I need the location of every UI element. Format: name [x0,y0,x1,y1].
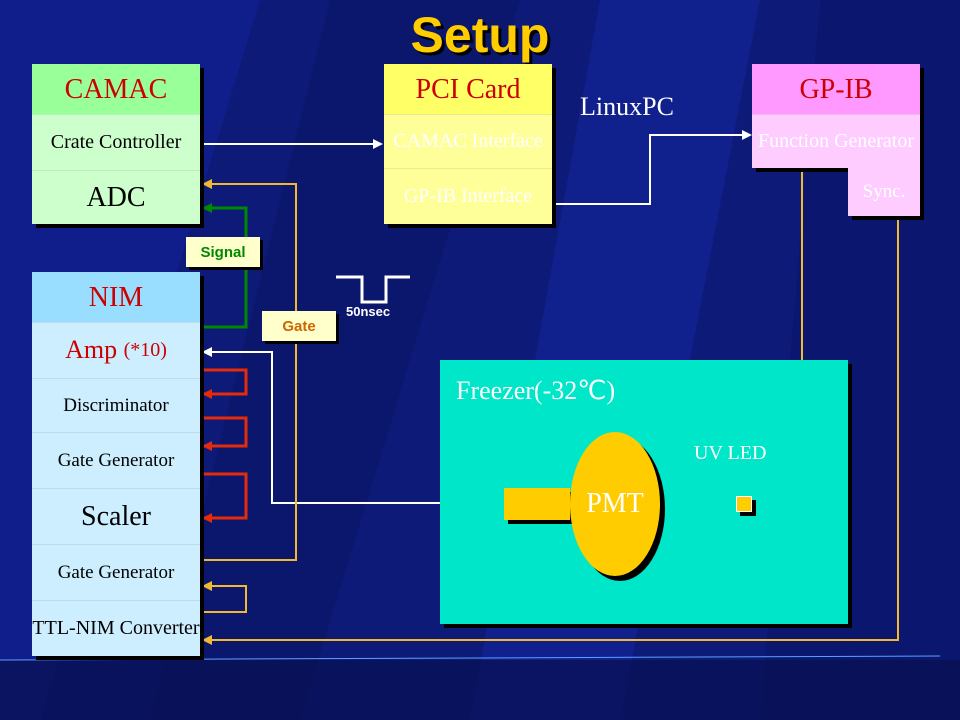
adc-module[interactable]: ADC [32,170,200,224]
ttl-nim-converter-module[interactable]: TTL-NIM Converter [32,600,200,656]
pci-card-header: PCI Card [384,64,552,114]
wire-ttl-nim-to-gate-generator [202,581,247,613]
uv-led-label: UV LED [694,442,767,464]
wire-gpib-interface-to-function-generator [553,130,752,205]
linux-pc-label: LinuxPC [580,92,674,121]
pulse-width-label: 50nsec [346,304,391,319]
gate-generator-module-1[interactable]: Gate Generator [32,432,200,488]
gpib-interface-module[interactable]: GP-IB Interface [384,168,552,224]
wire-discriminator-to-gate-generator [202,416,248,451]
wire-gate-to-adc [202,179,297,561]
pmt-base [504,488,570,520]
pulse-shape-icon [336,275,410,304]
wire-amp-to-discriminator [202,368,248,399]
pmt-label: PMT [586,488,644,519]
wire-sync-to-ttl-nim [202,220,899,645]
crate-controller-module[interactable]: Crate Controller [32,114,200,170]
gate-tag: Gate [262,311,336,341]
camac-interface-module[interactable]: CAMAC Interface [384,114,552,168]
nim-header: NIM [32,272,200,322]
signal-tag: Signal [186,237,260,267]
sync-output[interactable]: Sync. [848,168,920,216]
uv-led-icon [736,496,752,512]
function-generator-module[interactable]: Function Generator [752,114,920,168]
gpib-header: GP-IB [752,64,920,114]
gate-generator-module-2[interactable]: Gate Generator [32,544,200,600]
baseline-line [0,655,941,661]
freezer-label: Freezer(-32℃) [456,376,616,405]
page-title: Setup [410,7,550,63]
amp-module[interactable]: Amp (*10) [32,322,200,378]
amp-gain-label: (*10) [123,339,167,361]
freezer-box: Freezer(-32℃) UV LED PMT [440,360,848,624]
scaler-module[interactable]: Scaler [32,488,200,544]
pmt: PMT [570,432,660,576]
amp-label: Amp [65,335,118,365]
discriminator-module[interactable]: Discriminator [32,378,200,432]
camac-header: CAMAC [32,64,200,114]
wire-gate-generator-to-scaler [202,472,248,523]
wire-signal-amp-to-adc [202,203,248,329]
wire-pmt-to-amp [202,347,505,504]
